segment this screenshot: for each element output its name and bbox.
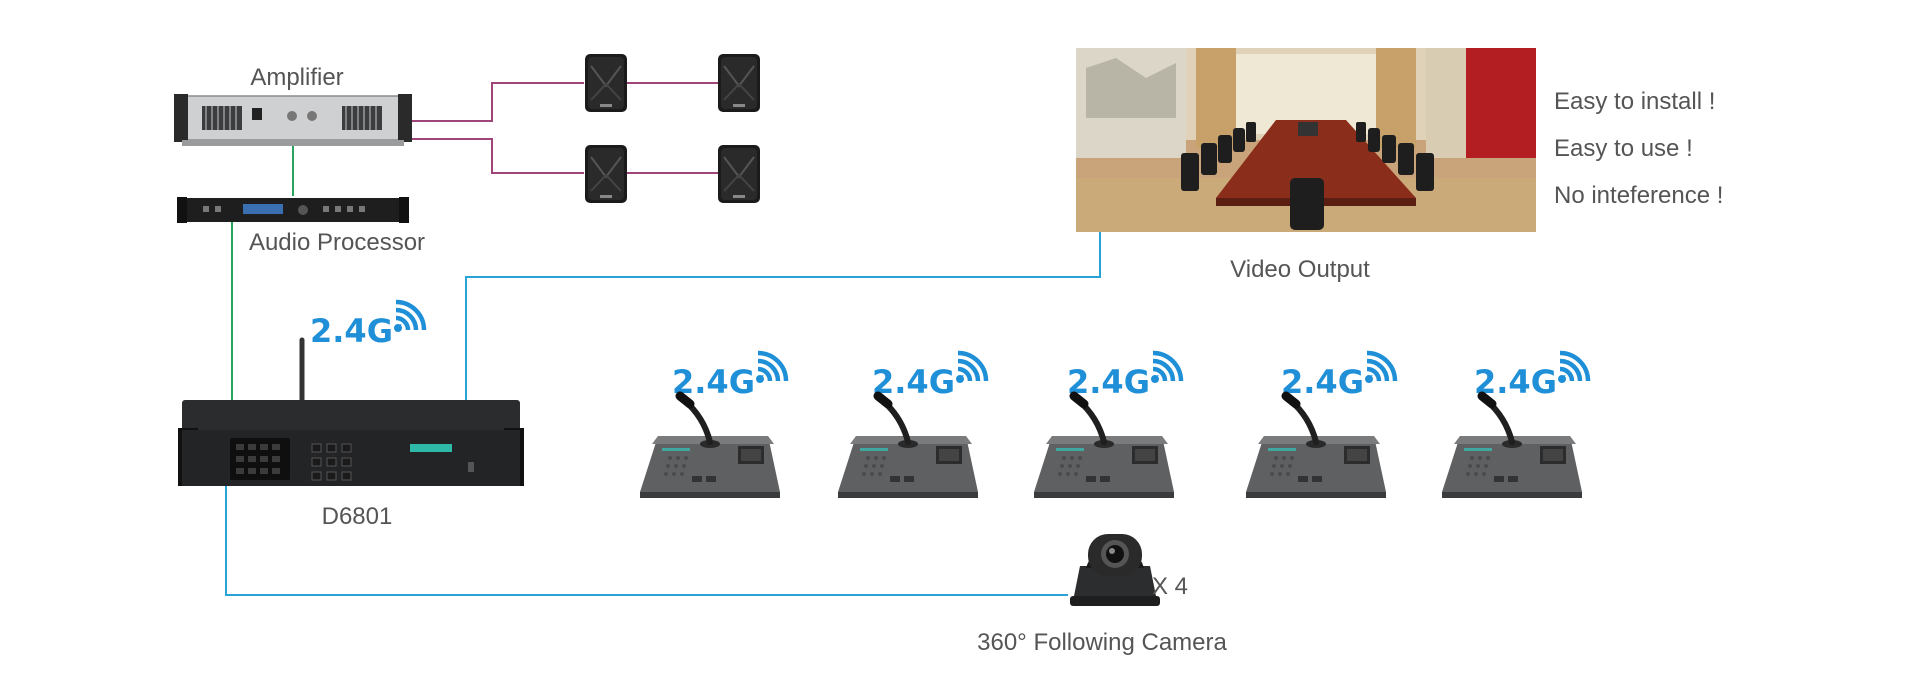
conference-unit-2 [838,396,978,498]
conference-unit-5 [1442,396,1582,498]
wireless-marker-unit-4: 2.4G [1281,353,1395,401]
speaker-cables [406,82,718,174]
d6801-label: D6801 [322,503,393,530]
video-output-label: Video Output [1230,256,1370,283]
svg-text:2.4G: 2.4G [1067,363,1150,401]
speaker-3 [584,144,628,204]
wireless-marker-unit-2: 2.4G [872,353,986,401]
wireless-marker-unit-1: 2.4G [672,353,786,401]
d6801-device [178,337,524,486]
video-output-image [1076,48,1536,232]
feature-no-interference: No inteference ! [1554,182,1723,209]
conference-unit-1 [640,396,780,498]
svg-text:2.4G: 2.4G [672,363,755,401]
audio-processor-device [177,197,409,223]
speaker-2 [717,53,761,113]
speaker-1 [584,53,628,113]
wireless-marker-host: 2.4G [310,302,424,350]
feature-easy-install: Easy to install ! [1554,88,1715,115]
conference-unit-4 [1246,396,1386,498]
wireless-marker-unit-5: 2.4G [1474,353,1588,401]
ptz-camera [1070,534,1160,606]
feature-easy-use: Easy to use ! [1554,135,1693,162]
speaker-4 [717,144,761,204]
amplifier-device [174,94,412,146]
audio-processor-label: Audio Processor [249,229,425,256]
svg-text:2.4G: 2.4G [310,312,393,350]
svg-text:2.4G: 2.4G [872,363,955,401]
amplifier-label: Amplifier [250,64,343,91]
svg-text:2.4G: 2.4G [1474,363,1557,401]
cable-host-camera [225,486,1068,596]
svg-text:2.4G: 2.4G [1281,363,1364,401]
camera-label: 360° Following Camera [977,629,1227,656]
cable-host-video [465,232,1101,400]
wireless-marker-unit-3: 2.4G [1067,353,1181,401]
camera-count-label: X 4 [1152,573,1188,600]
conference-unit-3 [1034,396,1174,498]
